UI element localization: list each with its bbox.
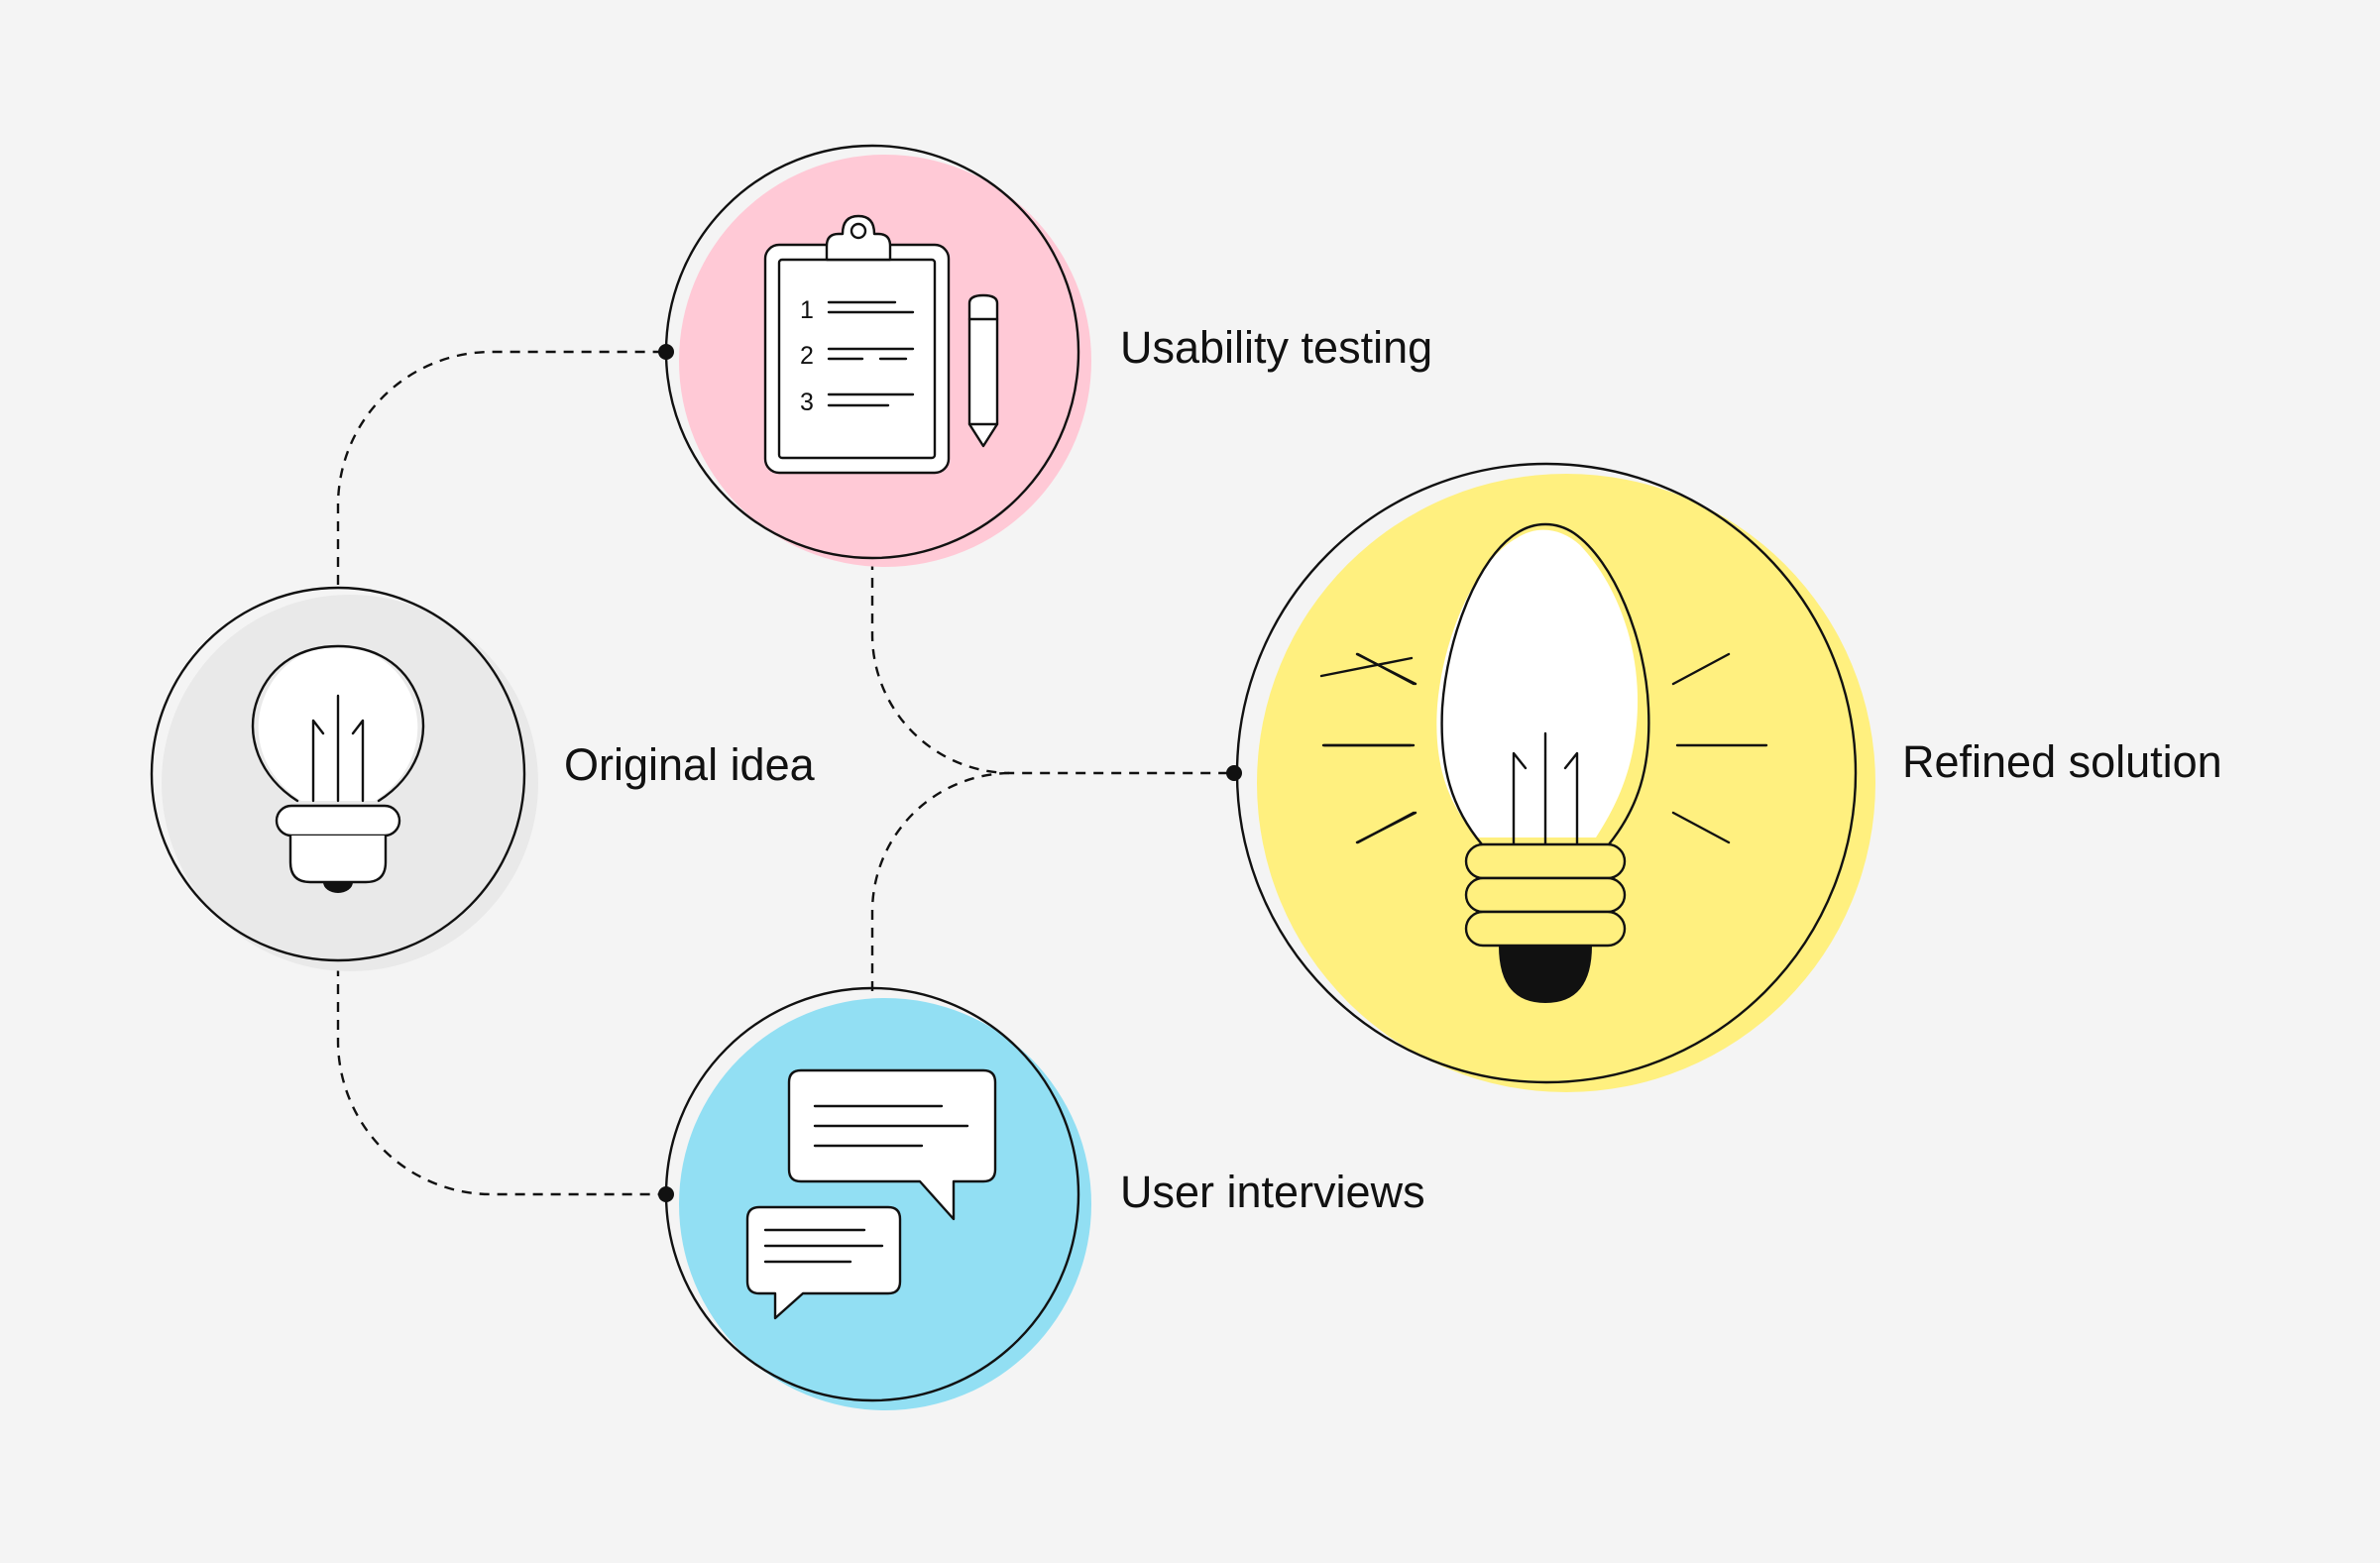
node-label-user-interviews: User interviews xyxy=(1120,1167,1425,1217)
connector-dot-usability xyxy=(658,344,674,360)
node-label-refined-solution: Refined solution xyxy=(1902,736,2222,787)
connector-original-to-usability xyxy=(336,350,666,585)
glowing-lightbulb-icon xyxy=(1319,522,1768,1003)
connector-usability-to-refined xyxy=(870,560,1234,775)
connector-original-to-interviews xyxy=(336,966,666,1196)
node-label-usability-testing: Usability testing xyxy=(1120,322,1432,373)
connector-dot-interviews xyxy=(658,1186,674,1202)
node-user-interviews: User interviews xyxy=(664,986,1425,1410)
node-refined-solution: Refined solution xyxy=(1235,462,2222,1092)
speech-bubbles-icon xyxy=(745,1068,997,1320)
node-outline xyxy=(150,586,526,962)
connector-dot-refined xyxy=(1226,765,1242,781)
connector-interviews-to-refined xyxy=(870,771,1012,991)
lightbulb-icon xyxy=(251,644,425,893)
node-label-original-idea: Original idea xyxy=(564,739,816,790)
clipboard-icon: 1 2 3 xyxy=(763,214,999,475)
list-number-3: 3 xyxy=(800,389,814,416)
node-usability-testing: 1 2 3 Usability testing xyxy=(664,144,1432,567)
list-number-1: 1 xyxy=(800,296,814,324)
list-number-2: 2 xyxy=(800,342,814,370)
node-original-idea: Original idea xyxy=(150,586,816,971)
